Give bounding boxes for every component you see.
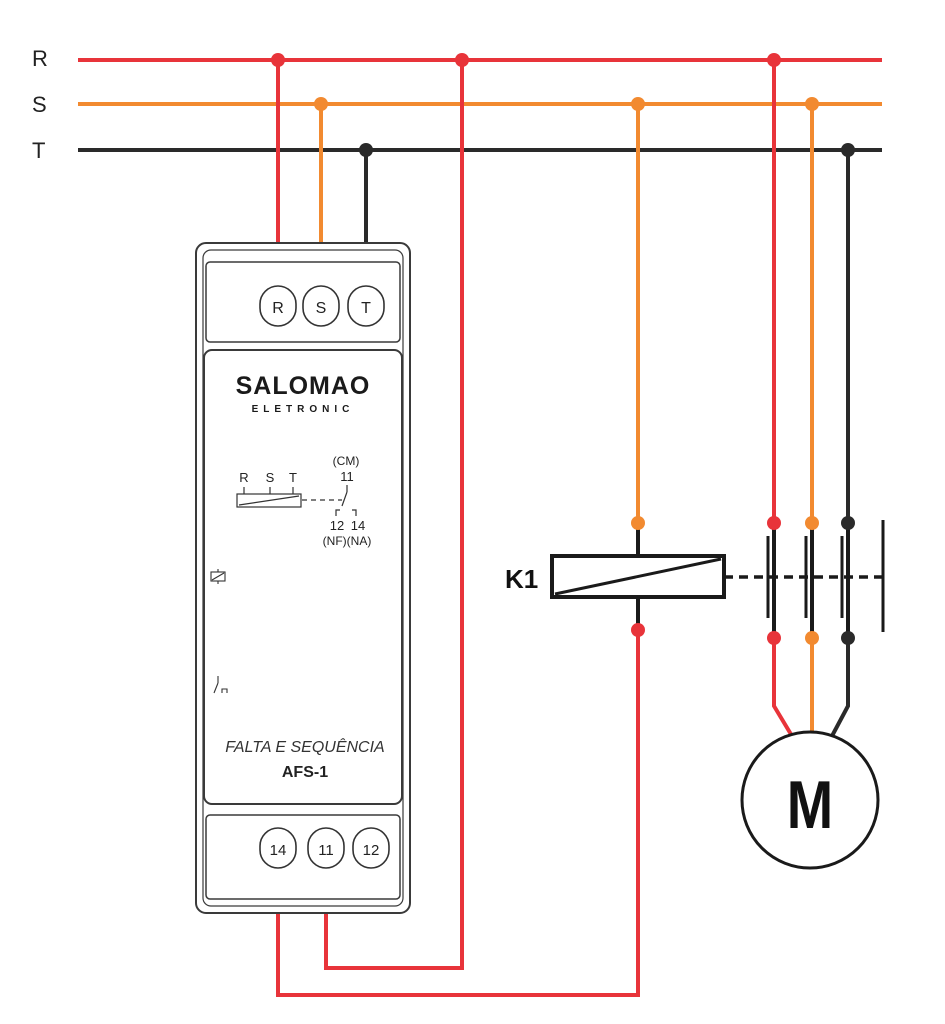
symbol-label-cm: (CM) xyxy=(333,454,360,468)
relay-function-text: FALTA E SEQUÊNCIA xyxy=(225,737,384,756)
junction-dot xyxy=(841,516,855,530)
relay-body xyxy=(195,242,411,914)
symbol-label-r: R xyxy=(239,470,248,485)
bus-label-r: R xyxy=(32,46,48,71)
relay-top-terminal-t: T xyxy=(347,285,385,327)
junction-dot xyxy=(841,143,855,157)
relay-housing xyxy=(195,242,411,914)
terminal-label: R xyxy=(272,300,284,317)
symbol-label-t: T xyxy=(289,470,297,485)
junction-dot xyxy=(359,143,373,157)
wire-terminal-14-to-k1 xyxy=(276,630,640,997)
terminal-label: 11 xyxy=(318,842,334,859)
symbol-label-nf-na: (NF)(NA) xyxy=(323,534,372,548)
relay-bottom-terminal-12: 12 xyxy=(352,827,390,869)
junction-dot xyxy=(631,623,645,637)
junction-dot xyxy=(455,53,469,67)
relay-bottom-block xyxy=(205,814,401,900)
wire-r-to-motor xyxy=(772,638,794,738)
wire-r-to-terminal-11 xyxy=(324,60,464,970)
junction-dot xyxy=(631,516,645,530)
terminal-label: 12 xyxy=(363,842,380,859)
relay-front-panel xyxy=(203,349,403,805)
junction-dot xyxy=(805,97,819,111)
junction-dot xyxy=(805,631,819,645)
terminal-label: S xyxy=(316,300,327,317)
bus-label-s: S xyxy=(32,92,47,117)
symbol-label-12: 12 xyxy=(330,518,344,533)
relay-top-block xyxy=(205,261,401,343)
junction-dot xyxy=(767,631,781,645)
motor-symbol xyxy=(740,730,880,870)
relay-bottom-terminal-11: 11 xyxy=(307,827,345,869)
k1-coil-diagonal xyxy=(554,557,722,596)
junction-dot xyxy=(841,631,855,645)
coil-indicator-icon xyxy=(210,569,226,584)
bus-label-t: T xyxy=(32,138,45,163)
junction-dot xyxy=(314,97,328,111)
junction-dot xyxy=(271,53,285,67)
symbol-label-11: 11 xyxy=(340,469,354,484)
wire-t-to-motor xyxy=(830,638,850,737)
junction-dot xyxy=(767,516,781,530)
k1-label: K1 xyxy=(505,564,538,594)
junction-dot xyxy=(767,53,781,67)
motor-label: M xyxy=(787,768,833,843)
relay-bottom-terminal-14: 14 xyxy=(259,827,297,869)
terminal-label: 14 xyxy=(270,842,287,859)
terminal-label: T xyxy=(361,300,371,317)
brand-subtitle: ELETRONIC xyxy=(252,404,355,415)
symbol-label-s: S xyxy=(266,470,275,485)
k1-main-contacts xyxy=(766,520,885,638)
junction-dot xyxy=(631,97,645,111)
relay-model: AFS-1 xyxy=(282,764,328,781)
brand-logo: SALOMAO xyxy=(236,372,371,400)
symbol-label-14: 14 xyxy=(351,518,365,533)
relay-schematic-symbol: (CM) 11 R S T 12 14 (NF)(NA) xyxy=(236,454,372,548)
relay-top-terminal-s: S xyxy=(302,285,340,327)
relay-top-terminal-r: R xyxy=(259,285,297,327)
junction-dot xyxy=(805,516,819,530)
contact-indicator-icon xyxy=(213,676,228,694)
